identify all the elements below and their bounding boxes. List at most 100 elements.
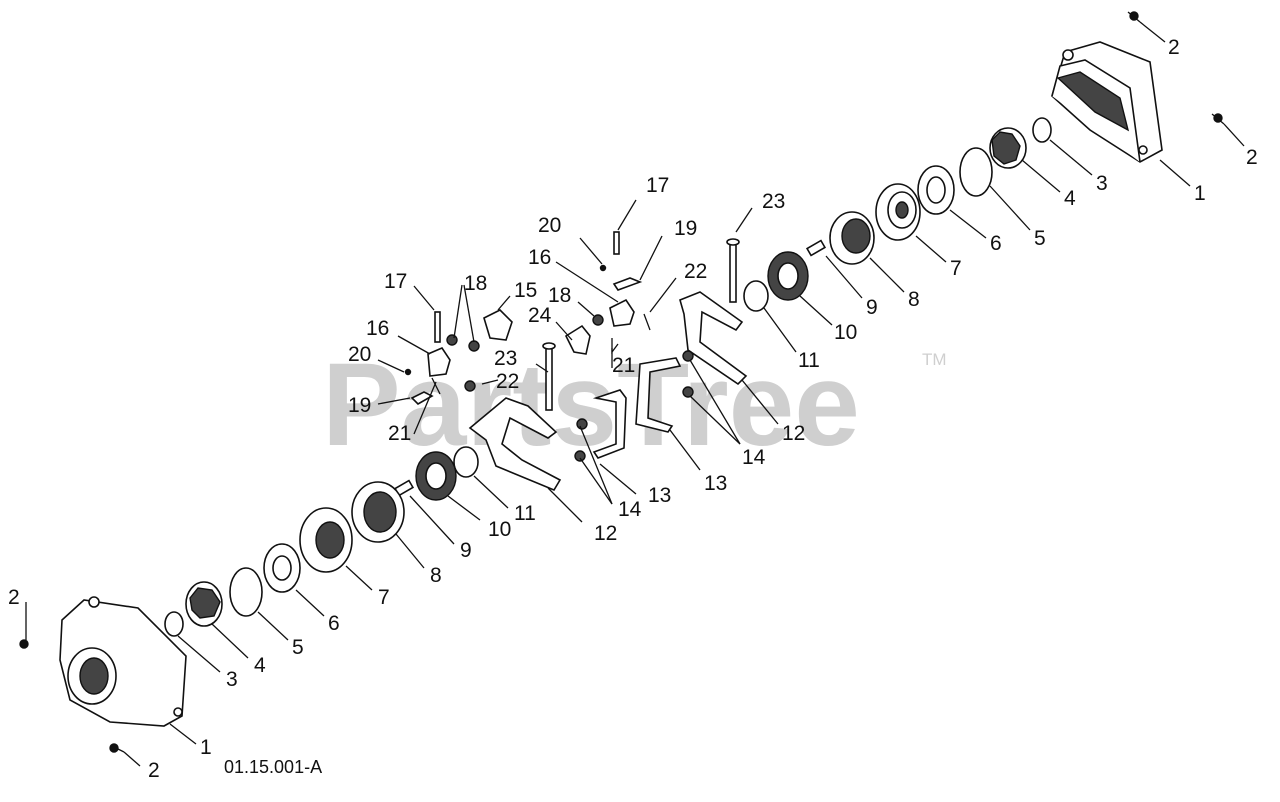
callout-12: 12 [594, 522, 617, 545]
part-bearing-upper[interactable] [875, 183, 921, 241]
callout-15: 15 [514, 279, 537, 302]
part-bolt-lower-2[interactable] [574, 450, 586, 462]
part-nut-lower-3[interactable] [464, 380, 476, 392]
callout-10: 10 [834, 321, 857, 344]
callout-20: 20 [348, 343, 371, 366]
callout-19: 19 [674, 217, 697, 240]
callout-5: 5 [292, 636, 304, 659]
callout-8: 8 [430, 564, 442, 587]
callout-8: 8 [908, 288, 920, 311]
part-bolt-upper-1[interactable] [682, 350, 694, 362]
part-spring-clip-upper[interactable] [643, 313, 651, 331]
callout-2: 2 [8, 586, 20, 609]
callout-3: 3 [226, 668, 238, 691]
part-bolt-upper-2[interactable] [682, 386, 694, 398]
part-housing-lower[interactable] [59, 596, 187, 727]
part-gear-upper[interactable] [989, 127, 1027, 169]
callout-23: 23 [494, 347, 517, 370]
callout-20: 20 [538, 214, 561, 237]
part-washer-lower[interactable] [453, 446, 479, 478]
callout-2: 2 [148, 759, 160, 782]
part-plate-upper[interactable] [564, 324, 591, 355]
part-ring-lower[interactable] [164, 611, 184, 637]
callout-19: 19 [348, 394, 371, 417]
part-screw-upper-1[interactable] [1127, 11, 1141, 23]
callout-6: 6 [990, 232, 1002, 255]
callout-17: 17 [384, 270, 407, 293]
callout-11: 11 [798, 349, 820, 372]
callout-4: 4 [1064, 187, 1076, 210]
part-link-lower[interactable] [410, 391, 434, 405]
callout-12: 12 [782, 422, 805, 445]
part-link-upper[interactable] [612, 277, 643, 291]
callout-18: 18 [548, 284, 571, 307]
part-seal-ring-lower[interactable] [229, 567, 263, 617]
watermark-trademark: TM [922, 350, 947, 369]
callout-7: 7 [378, 586, 390, 609]
part-clip-lower[interactable] [404, 368, 412, 376]
callout-1: 1 [1194, 182, 1206, 205]
callout-9: 9 [460, 539, 472, 562]
leader-lines [123, 21, 1245, 767]
callout-22: 22 [496, 370, 519, 393]
part-bearing-lower[interactable] [299, 507, 353, 573]
part-spring-clip-lower[interactable] [431, 377, 441, 395]
part-clip-upper[interactable] [599, 264, 607, 272]
part-gear-lower[interactable] [185, 581, 223, 627]
part-spring-upper[interactable] [829, 211, 875, 265]
part-washer-upper[interactable] [743, 280, 769, 312]
drawing-reference: 01.15.001-A [224, 757, 322, 777]
callout-11: 11 [514, 502, 536, 525]
callout-16: 16 [366, 317, 389, 340]
callout-13: 13 [704, 472, 727, 495]
part-hub-lower[interactable] [415, 451, 457, 501]
callout-22: 22 [684, 260, 707, 283]
callout-17: 17 [646, 174, 669, 197]
part-star-washer-lower[interactable] [263, 543, 301, 593]
callout-21: 21 [388, 422, 411, 445]
callout-5: 5 [1034, 227, 1046, 250]
callout-21: 21 [612, 354, 635, 377]
part-plate-lower[interactable] [483, 309, 513, 341]
part-bolt-lower-1[interactable] [576, 418, 588, 430]
part-bracket-lower[interactable] [468, 397, 562, 492]
part-screw-lower-1[interactable] [19, 602, 29, 649]
callout-14: 14 [742, 446, 766, 469]
callout-1: 1 [200, 736, 212, 759]
part-spring-lower[interactable] [351, 481, 405, 543]
part-screw-lower-2[interactable] [109, 743, 125, 753]
part-housing-upper[interactable] [1051, 41, 1163, 163]
part-key-upper[interactable] [805, 239, 827, 257]
part-bracket-13-lower[interactable] [592, 389, 627, 459]
part-star-washer-upper[interactable] [917, 165, 955, 215]
part-nut-lower-1[interactable] [446, 334, 458, 346]
part-nut-upper[interactable] [592, 314, 604, 326]
callout-9: 9 [866, 296, 878, 319]
part-ring-upper[interactable] [1032, 117, 1052, 143]
callout-24: 24 [528, 304, 552, 327]
part-lever-block-upper[interactable] [609, 298, 635, 327]
part-rod-lower[interactable] [542, 342, 556, 411]
part-bracket-13-upper[interactable] [635, 357, 682, 433]
part-screw-upper-2[interactable] [1211, 113, 1225, 125]
callout-7: 7 [950, 257, 962, 280]
part-pin-upper[interactable] [613, 231, 620, 255]
part-bracket-upper[interactable] [679, 291, 748, 386]
watermark: PartsTree [322, 339, 860, 471]
callout-23: 23 [762, 190, 785, 213]
callout-4: 4 [254, 654, 266, 677]
callout-14: 14 [618, 498, 642, 521]
part-seal-ring-upper[interactable] [959, 147, 993, 197]
callout-6: 6 [328, 612, 340, 635]
callout-3: 3 [1096, 172, 1108, 195]
part-lever-block-lower[interactable] [427, 347, 451, 377]
part-nut-lower-2[interactable] [468, 340, 480, 352]
part-rod-upper[interactable] [726, 238, 740, 303]
callout-10: 10 [488, 518, 511, 541]
part-pin-lower[interactable] [434, 311, 441, 343]
callout-2: 2 [1168, 36, 1180, 59]
callout-16: 16 [528, 246, 551, 269]
callout-13: 13 [648, 484, 671, 507]
part-hub-upper[interactable] [767, 251, 809, 301]
